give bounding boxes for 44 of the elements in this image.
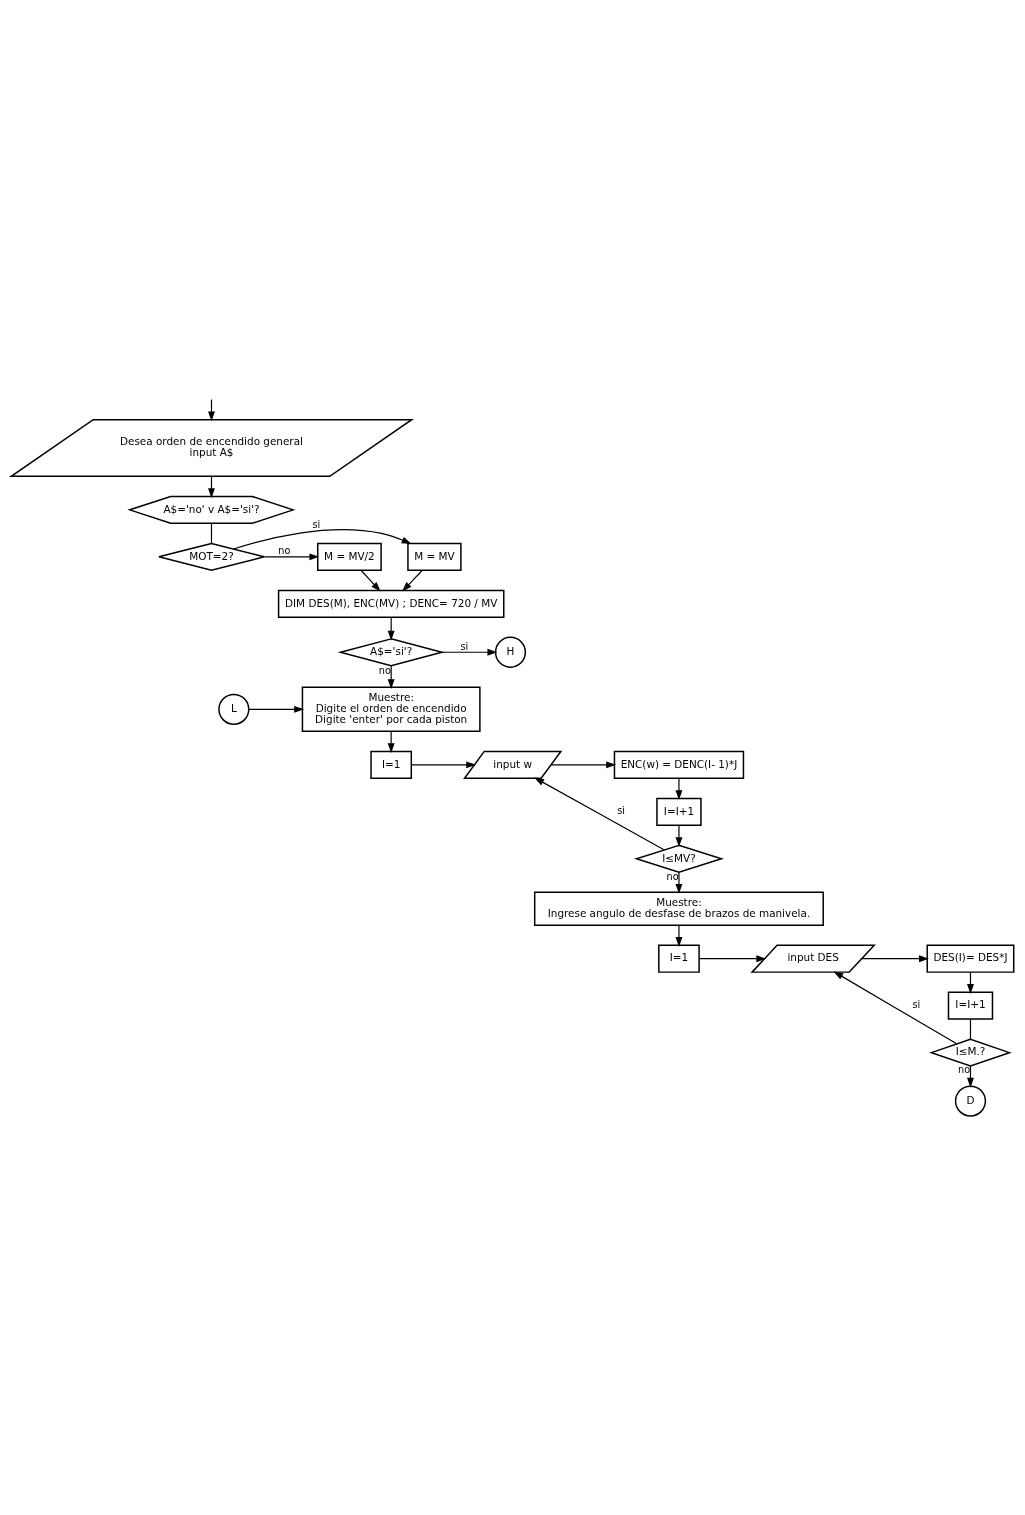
arrow	[402, 569, 423, 592]
arrow	[550, 761, 617, 769]
node-box: Muestre: Digite el orden de encendido Digite 'enter' por cada piston	[301, 686, 481, 733]
node-box: I=I+1	[947, 991, 994, 1020]
arrow	[833, 971, 958, 1045]
arrow	[675, 871, 683, 894]
arrow	[232, 529, 412, 550]
node-box: ENC(w) = DENC(I- 1)*J	[613, 750, 745, 779]
connector	[969, 1018, 972, 1040]
arrow	[675, 777, 683, 801]
node-circle: L	[218, 693, 250, 725]
node-diamond: A$='si'?	[337, 638, 445, 667]
node-box: I=I+1	[656, 797, 702, 826]
node-box: M = MV	[407, 542, 462, 571]
edge-label: si	[617, 805, 626, 817]
arrow	[675, 824, 683, 848]
edge-label: no	[958, 1064, 971, 1076]
node-circle: D	[954, 1085, 987, 1117]
edge-label: si	[912, 999, 921, 1011]
arrow	[441, 648, 498, 656]
node-circle: H	[494, 636, 527, 668]
arrow	[675, 924, 683, 947]
edge-label: no	[666, 870, 679, 882]
edge-label: no	[378, 664, 391, 676]
edge-label: si	[312, 518, 321, 530]
edge-label: no	[278, 545, 291, 557]
arrow	[410, 761, 477, 769]
arrow	[534, 777, 665, 851]
arrow	[861, 955, 929, 963]
node-diamond: I≤MV?	[634, 844, 724, 873]
edge-label: si	[460, 640, 469, 652]
arrow	[248, 705, 305, 713]
node-box: Muestre: Ingrese angulo de desfase de brazos de manivela.	[533, 891, 824, 926]
node-diamond: I≤M.?	[929, 1038, 1012, 1067]
node-box: M = MV/2	[317, 542, 382, 571]
arrow	[360, 569, 381, 592]
node-box: DES(I)= DES*J	[926, 944, 1015, 973]
connector	[210, 522, 213, 544]
arrow	[263, 553, 320, 561]
node-box: I=1	[370, 750, 413, 779]
node-diamond: MOT=2?	[158, 542, 265, 572]
node-box: DIM DES(M), ENC(MV) ; DENC= 720 / MV	[277, 589, 505, 618]
arrow	[698, 955, 767, 963]
node-box: I=1	[658, 944, 700, 973]
